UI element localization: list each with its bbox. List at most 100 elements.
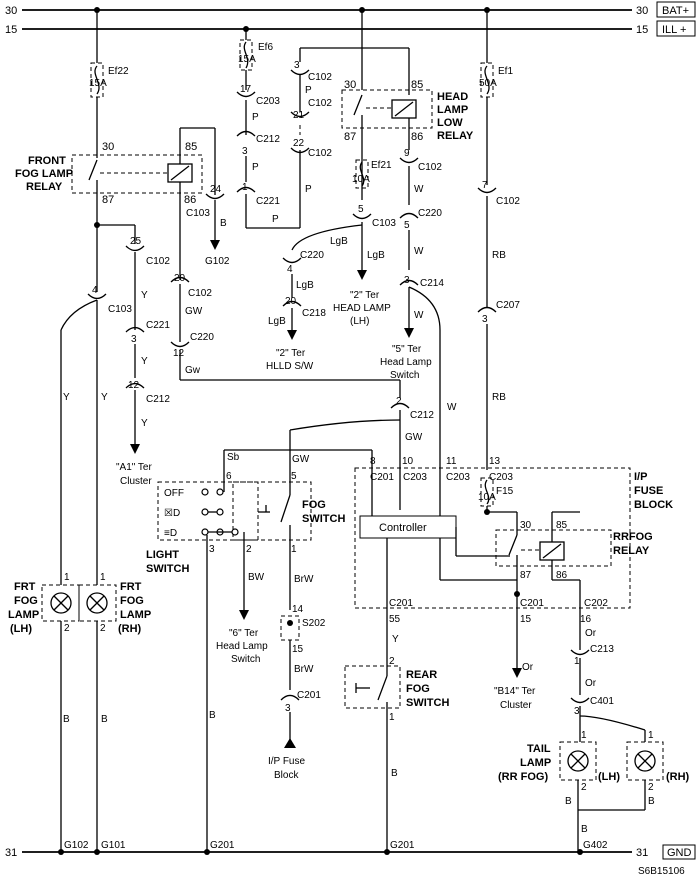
ipfb-l2: FUSE xyxy=(634,485,663,497)
pin-1a: 1 xyxy=(242,182,248,193)
rrfog-relay: 30 85 87 86 RRFOG RELAY xyxy=(495,511,653,670)
dest-hl-lh-2: HEAD LAMP xyxy=(333,303,391,314)
ground-labels: G102 G101 G201 G201 G402 xyxy=(64,840,608,851)
pin-2a: 2 xyxy=(396,396,402,407)
wire-or-c: Or xyxy=(585,678,597,689)
conn-c203d: C203 xyxy=(489,472,513,483)
frt-fog-lamp-lh: 1 2 FRT FOG LAMP (LH) B xyxy=(8,572,80,852)
dest-hs5-2: Head Lamp xyxy=(380,357,432,368)
pin-3a: 3 xyxy=(294,60,300,71)
fuse-ef6-name: Ef6 xyxy=(258,42,273,53)
conn-c102g: C102 xyxy=(188,288,212,299)
wire-y-a: Y xyxy=(63,392,70,403)
dest-ipf-2: Block xyxy=(274,770,299,781)
conn-c201a: C201 xyxy=(297,690,321,701)
wire-lgb-c: LgB xyxy=(296,280,314,291)
pin-5c: 5 xyxy=(291,471,297,482)
pin-1d: 1 xyxy=(574,656,580,667)
wire-b-c: B xyxy=(101,714,108,725)
wire-y-c: Y xyxy=(141,356,148,367)
rear-fog-l3: SWITCH xyxy=(406,697,449,709)
wire-lgb-d: LgB xyxy=(268,316,286,327)
pin-12b: 12 xyxy=(173,348,185,359)
head-low-pin85: 85 xyxy=(411,79,423,91)
controller-label: Controller xyxy=(379,522,427,534)
fuse-f15-rating: 10A xyxy=(478,492,496,503)
wire-gw-c: GW xyxy=(405,432,423,443)
tl-pin2: 2 xyxy=(581,782,587,793)
front-fog-lamp-relay: 30 85 87 86 FRONT FOG LAMP RELAY xyxy=(15,127,216,280)
light-switch-l1: LIGHT xyxy=(146,549,179,561)
conn-c220c: C220 xyxy=(190,332,214,343)
wire-b-h: B xyxy=(581,824,588,835)
head-lamp-relay-feed: 22 C102 P 21 C102 P 3 C102 xyxy=(290,47,410,228)
dest-hs6-2: Head Lamp xyxy=(216,641,268,652)
coil-gw-line: 20 C102 GW C220 12 Gw 2 C212 GW xyxy=(170,273,434,510)
conn-c213: C213 xyxy=(590,644,614,655)
front-fog-pin87: 87 xyxy=(102,194,114,206)
conn-c102c: C102 xyxy=(308,148,332,159)
fuse-ef22-name: Ef22 xyxy=(108,66,129,77)
pin-3c: 3 xyxy=(404,275,410,286)
fuse-ef21: Ef21 10A 5 C103 LgB "2" Ter HEAD LAMP (L… xyxy=(333,159,396,327)
dest-hlld-2: HLLD S/W xyxy=(266,361,314,372)
conn-c214: C214 xyxy=(420,278,444,289)
head-low-pin30: 30 xyxy=(344,79,356,91)
dest-hl-lh-3: (LH) xyxy=(350,316,369,327)
fuse-ef22-rating: 15A xyxy=(89,78,107,89)
rail-bat-label: BAT+ xyxy=(662,5,689,17)
pin-55: 55 xyxy=(389,614,401,625)
lh-pin2: 2 xyxy=(64,623,70,634)
rail-gnd-label: GND xyxy=(667,847,692,859)
conn-c201b: C201 xyxy=(370,472,394,483)
relay-86-w-line: 9 C102 W C220 5 W 3 C214 W "5" Ter Head … xyxy=(380,148,457,580)
fuse-f15-name: F15 xyxy=(496,486,514,497)
ip-fuse-block: I/P FUSE BLOCK 8 10 11 13 C201 C203 C203… xyxy=(354,456,673,650)
frt-fog-lh-l2: FOG xyxy=(14,595,38,607)
wire-gw-b: Gw xyxy=(185,365,201,376)
head-low-label-2: LAMP xyxy=(437,104,468,116)
pin-15a: 15 xyxy=(292,644,304,655)
pin-25: 25 xyxy=(130,236,142,247)
tr-pin1: 1 xyxy=(648,730,654,741)
dest-g102-top: G102 xyxy=(205,256,230,267)
hlld-branch: LgB C220 4 LgB 20 C218 LgB "2" Ter HLLD … xyxy=(266,224,363,372)
fuse-ef1-rating: 50A xyxy=(479,78,497,89)
dest-hs5-1: "5" Ter xyxy=(392,344,422,355)
wire-brw-b: BrW xyxy=(294,664,314,675)
light-switch: Sb GW 6 5 OFF ☒D ≡D 3 2 LIGHT SWITCH BW … xyxy=(146,449,373,852)
wire-w-a: W xyxy=(414,184,424,195)
pin-2c: 2 xyxy=(389,656,395,667)
dest-b14-2: Cluster xyxy=(500,700,532,711)
pin-6: 6 xyxy=(226,471,232,482)
tail-l1: TAIL xyxy=(527,743,551,755)
pin-4b: 4 xyxy=(92,285,98,296)
head-lamp-low-relay: 30 85 87 86 HEAD LAMP LOW RELAY xyxy=(341,10,474,200)
conn-c102b: C102 xyxy=(308,98,332,109)
pin-21: 21 xyxy=(293,110,305,121)
fuse-ef6: Ef6 15A 17 C203 P C212 3 P 1 C221 P xyxy=(236,29,300,229)
pin-14: 14 xyxy=(292,604,304,615)
wire-lgb-b: LgB xyxy=(367,250,385,261)
rh-pin2: 2 xyxy=(100,623,106,634)
light-pos-off: OFF xyxy=(164,488,184,499)
pin-3d: 3 xyxy=(482,314,488,325)
rrfog-pin30: 30 xyxy=(520,520,532,531)
ground-g201b: G201 xyxy=(390,840,415,851)
frt-fog-lh-l3: LAMP xyxy=(8,609,39,621)
wire-gw-a: GW xyxy=(185,306,203,317)
conn-c103c: C103 xyxy=(108,304,132,315)
wire-or-a: Or xyxy=(522,662,534,673)
wire-gw-d: GW xyxy=(292,454,310,465)
wire-lgb-a: LgB xyxy=(330,236,348,247)
frt-fog-lh-l1: FRT xyxy=(14,581,36,593)
dest-hlld-1: "2" Ter xyxy=(276,348,306,359)
pin-3b: 3 xyxy=(242,146,248,157)
wire-b-a: B xyxy=(220,218,227,229)
pin-3h: 3 xyxy=(574,706,580,717)
wire-b-b: B xyxy=(63,714,70,725)
tr-pin2: 2 xyxy=(648,782,654,793)
junction-dots xyxy=(58,7,583,855)
conn-c102a: C102 xyxy=(308,72,332,83)
rear-fog-switch: C201 55 Y 2 1 REAR FOG SWITCH B xyxy=(344,598,449,852)
